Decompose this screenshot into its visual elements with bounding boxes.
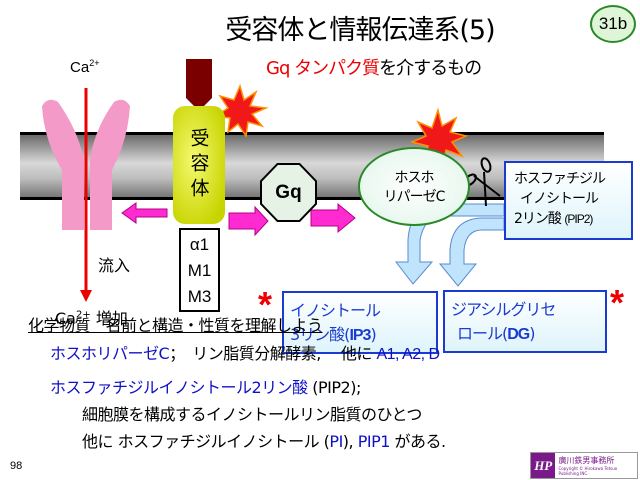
ip3-line2: 3リン酸( <box>290 325 350 344</box>
line4-post: がある. <box>389 432 447 451</box>
slide-title: 受容体と情報伝達系(5) <box>225 15 495 46</box>
notes-pip2: ホスファチジルイノシトール2リン酸 (PIP2); <box>50 374 361 398</box>
logo-name: 廣川鉄男事務所 <box>558 456 615 465</box>
calcium-increase-label: Ca2+ 増加 <box>55 309 128 328</box>
line4-pi: PI <box>329 432 343 451</box>
dg-line2: ロール( <box>457 324 508 343</box>
receptor-subtypes: α1 M1 M3 <box>179 228 220 312</box>
receptor: 受容体 <box>173 106 225 224</box>
plc-desc: ； リン脂質分解酵素, 他に <box>169 344 377 363</box>
slide-subtitle: Gq タンパク質を介するもの <box>266 54 482 80</box>
ip3-close: ) <box>370 325 376 344</box>
notes-line3: 細胞膜を構成するイノシトールリン脂質のひとつ <box>82 405 422 424</box>
line4-mid: ), <box>342 432 358 451</box>
gq-protein: Gq <box>262 165 315 220</box>
pip2-line2: イノシトール <box>520 191 599 207</box>
subtype-m3: M3 <box>187 287 212 306</box>
logo-copyright: Copyright © Hirokawa Tetsuo Publishing I… <box>558 466 618 476</box>
activation-burst-icon <box>213 83 269 139</box>
pip2-term: ホスファチジルイノシトール2リン酸 <box>50 378 308 397</box>
plc-term: ホスホリパーゼC <box>50 344 170 363</box>
subtype-m1: M1 <box>187 261 212 280</box>
pip2-line1: ホスファチジル <box>514 171 606 187</box>
phospholipase-c: ホスホ リパーゼC <box>358 147 470 226</box>
asterisk-mark: * <box>258 284 273 325</box>
calcium-flow-arrow-icon <box>80 88 92 302</box>
calcium-channel-icon <box>42 99 130 230</box>
asterisk-mark: * <box>610 282 625 323</box>
line4-pre: 他に ホスファチジルイノシトール ( <box>82 432 330 451</box>
plc-others: A1, A2, D <box>376 346 440 363</box>
dg-line1: ジアシルグリセ <box>451 300 556 319</box>
page-number: 98 <box>10 460 23 472</box>
influx-label: 流入 <box>98 256 131 275</box>
notes-plc: ホスホリパーゼC； リン脂質分解酵素, 他に A1, A2, D <box>50 340 440 364</box>
dg-abbr: DG <box>507 326 530 343</box>
ligand-arrow-icon <box>186 59 212 111</box>
ip3-box: イノシトール 3リン酸(IP3) <box>282 291 438 354</box>
notes-heading: 化学物質 名前と構造・性質を理解しよう <box>28 316 323 335</box>
calcium-label: Ca2+ <box>70 58 100 76</box>
notes-line4: 他に ホスファチジルイノシトール (PI), PIP1 がある. <box>82 428 446 452</box>
ip3-abbr: IP3 <box>349 327 371 344</box>
dg-box: ジアシルグリセ ロール(DG) <box>443 290 607 353</box>
ip3-line1: イノシトール <box>290 301 381 320</box>
publisher-logo: HP 廣川鉄男事務所 Copyright © Hirokawa Tetsuo P… <box>530 452 638 479</box>
line4-pip1: PIP1 <box>357 432 391 451</box>
magenta-arrow-icon <box>121 202 356 237</box>
subtitle-highlight: Gq タンパク質 <box>266 58 380 79</box>
plc-line1: ホスホ <box>394 170 435 186</box>
pip2-box: ホスファチジル イノシトール 2リン酸 (PIP2) <box>504 161 633 240</box>
plc-line2: リパーゼC <box>383 189 446 205</box>
pip2-abbr: (PIP2) <box>564 212 593 226</box>
pip2-line3: 2リン酸 <box>514 211 562 227</box>
pip2-abbr-note: (PIP2); <box>307 378 361 397</box>
slide-badge: 31b <box>590 5 636 43</box>
logo-mark: HP <box>531 453 556 478</box>
dg-close: ) <box>529 324 535 343</box>
subtitle-rest: を介するもの <box>379 58 482 79</box>
subtype-alpha1: α1 <box>189 235 210 254</box>
